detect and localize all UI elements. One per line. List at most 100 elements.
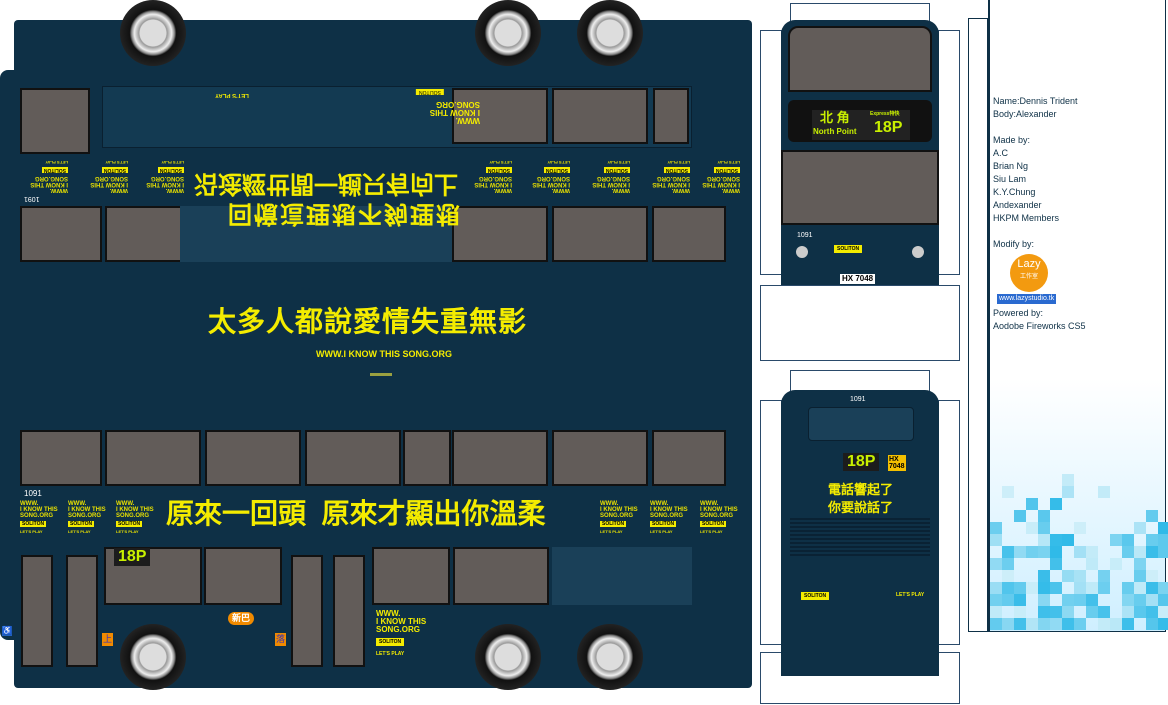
pixel-tile <box>1134 606 1146 618</box>
pixel-tile <box>1158 618 1168 630</box>
pixel-tile <box>1134 594 1146 606</box>
ad-www: WWW. <box>116 501 135 507</box>
ad-www: WWW. <box>109 187 128 193</box>
pixel-tile <box>1050 558 1062 570</box>
window <box>652 430 726 486</box>
front-destination-display: 北 角 North Point Express特快 18P <box>812 110 910 140</box>
logo-text: Lazy <box>1017 258 1041 270</box>
pixel-tile <box>990 522 1002 534</box>
pixel-tile <box>990 594 1002 606</box>
lets-play: LET'S PLAY <box>700 529 723 534</box>
pixel-tile <box>1146 570 1158 582</box>
bus-body: Body:Alexander <box>993 109 1057 119</box>
ad-www: WWW. <box>20 501 39 507</box>
pixel-tile <box>1086 594 1098 606</box>
ad-line: SONG.ORG <box>435 100 480 109</box>
pixel-tile <box>990 582 1002 594</box>
front-upper-window <box>788 26 932 92</box>
powered-label: Powered by: <box>993 308 1044 318</box>
maker: A.C <box>993 148 1009 158</box>
pixel-tile <box>1038 594 1050 606</box>
pixel-tile <box>1134 546 1146 558</box>
pixel-tile <box>1050 546 1062 558</box>
ad-line: I KNOW THIS <box>652 181 690 187</box>
pixel-tile <box>1158 534 1168 546</box>
rear-route-display: 18P <box>843 453 880 471</box>
pixel-tile <box>1050 618 1062 630</box>
ad-www: WWW. <box>376 609 401 618</box>
pixel-tile <box>1014 618 1026 630</box>
dest-cn: 北 角 <box>820 110 850 125</box>
pixel-tile <box>1062 570 1074 582</box>
soliton-badge: SOLITON <box>20 521 47 527</box>
soliton-badge: SOLITON <box>116 521 143 527</box>
window <box>552 206 648 262</box>
pixel-tile <box>1134 522 1146 534</box>
pixel-tile <box>1122 606 1134 618</box>
lets-play: LET'S PLAY <box>489 160 512 165</box>
pixel-tile <box>1026 582 1038 594</box>
lets-play: LET'S PLAY <box>105 160 128 165</box>
pixel-tile <box>1002 486 1014 498</box>
soliton-badge: SOLITON <box>713 167 740 173</box>
pixel-tile <box>990 618 1002 630</box>
lets-play: LET'S PLAY <box>116 529 139 534</box>
pixel-tile <box>1158 546 1168 558</box>
maker: HKPM Members <box>993 213 1060 223</box>
lets-play: LET'S PLAY <box>607 160 630 165</box>
door-panel <box>333 555 365 667</box>
rear-grille <box>790 518 930 558</box>
ad-line: I KNOW THIS <box>700 507 738 513</box>
pixel-tile <box>1074 546 1086 558</box>
maker: Andexander <box>993 200 1042 210</box>
ad-line: I KNOW THIS <box>146 181 184 187</box>
headlight <box>912 246 924 258</box>
pixel-tile <box>1002 570 1014 582</box>
pixel-tile <box>1014 606 1026 618</box>
ad-line: SONG.ORG <box>68 513 102 519</box>
lets-play: LET'S PLAY <box>376 651 405 657</box>
lets-play: LET'S PLAY <box>717 160 740 165</box>
pixel-tile <box>1062 618 1074 630</box>
pixel-tile <box>1002 558 1014 570</box>
window <box>305 430 401 486</box>
window <box>452 430 548 486</box>
ad-www: WWW. <box>611 187 630 193</box>
ad-www: WWW. <box>721 187 740 193</box>
pixel-tile <box>1098 582 1110 594</box>
pixel-tile <box>1146 582 1158 594</box>
ad-line: SONG.ORG <box>600 513 634 519</box>
info-side-strip <box>968 18 988 632</box>
glue-flap <box>790 370 930 392</box>
pixel-tile <box>1134 582 1146 594</box>
lets-play: LET'S PLAY <box>650 529 673 534</box>
pixel-tile <box>1014 510 1026 522</box>
front-route: 18P <box>874 119 903 136</box>
rear-slogan-2: 你要說話了 <box>828 500 894 515</box>
pixel-tile <box>1026 618 1038 630</box>
wheel <box>120 624 186 690</box>
lets-play: LET'S PLAY <box>667 160 690 165</box>
soliton-badge: SOLITON <box>603 167 630 173</box>
powered-by: Aodobe Fireworks CS5 <box>993 321 1086 331</box>
pixel-tile <box>1050 582 1062 594</box>
fleet-number: 1091 <box>24 489 42 498</box>
pixel-tile <box>1014 582 1026 594</box>
ad-line: I KNOW THIS <box>702 181 740 187</box>
pixel-tile <box>1062 534 1074 546</box>
ad-line: I KNOW THIS <box>68 507 106 513</box>
glue-flap <box>938 30 960 275</box>
lazy-studio-url[interactable]: www.lazystudio.tk <box>997 294 1057 304</box>
plate-bottom: 7048 <box>889 463 905 470</box>
roof-url: WWW.I KNOW THIS SONG.ORG <box>316 349 452 359</box>
pixel-tile <box>990 606 1002 618</box>
pixel-tile <box>1086 546 1098 558</box>
